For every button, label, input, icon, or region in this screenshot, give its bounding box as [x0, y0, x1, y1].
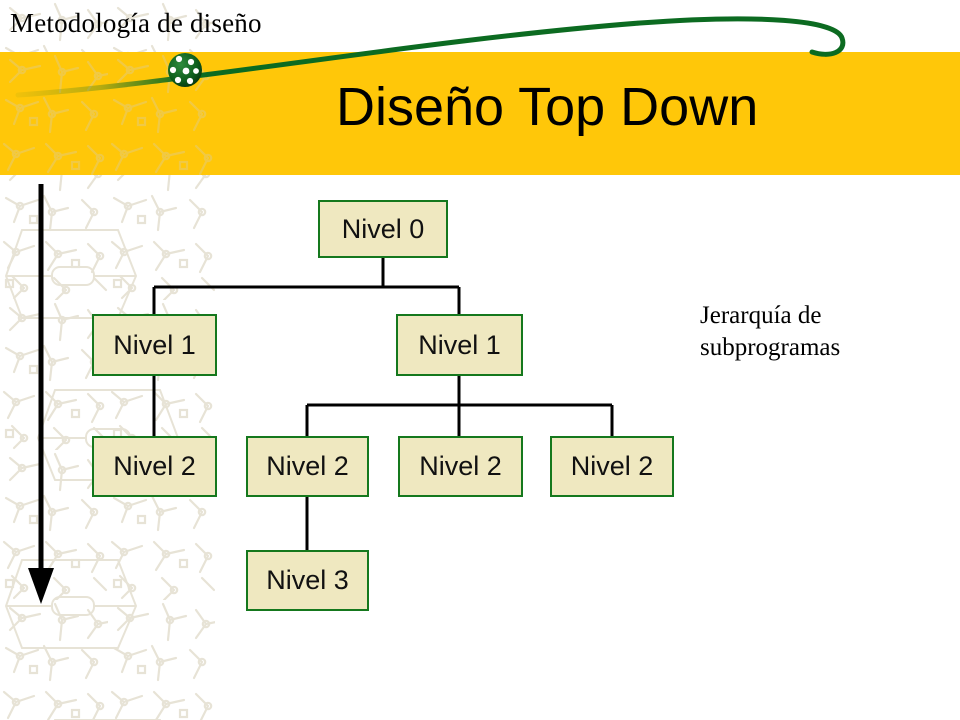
- top-down-direction-arrow: [28, 184, 54, 604]
- page-title: Diseño Top Down: [336, 77, 759, 137]
- slide-kicker-text: Metodología de diseño: [10, 8, 262, 38]
- diagram-caption: Jerarquía de subprogramas: [700, 300, 930, 364]
- tree-node-nivel-2-a[interactable]: Nivel 2: [92, 436, 217, 497]
- tree-connector-lines: [152, 258, 614, 550]
- tree-node-nivel-1-right[interactable]: Nivel 1: [396, 314, 523, 376]
- tree-node-nivel-0[interactable]: Nivel 0: [318, 200, 448, 258]
- watermark-over-banner: [0, 52, 215, 175]
- hierarchy-tree: Nivel 0 Nivel 1 Nivel 1 Nivel 2 Nivel 2 …: [0, 180, 720, 640]
- tree-node-nivel-2-d[interactable]: Nivel 2: [550, 436, 674, 497]
- tree-node-nivel-3[interactable]: Nivel 3: [246, 550, 369, 611]
- tree-node-nivel-2-c[interactable]: Nivel 2: [398, 436, 523, 497]
- caption-line-2: subprogramas: [700, 334, 841, 361]
- tree-node-nivel-1-left[interactable]: Nivel 1: [92, 314, 217, 376]
- caption-line-1: Jerarquía de: [700, 302, 822, 329]
- tree-node-nivel-2-b[interactable]: Nivel 2: [246, 436, 369, 497]
